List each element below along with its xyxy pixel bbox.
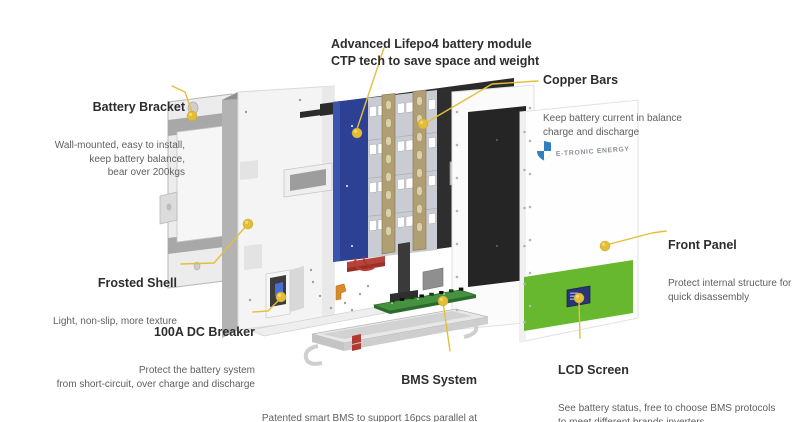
bms-system-desc: Patented smart BMS to support 16pcs para… — [261, 413, 477, 422]
dc-breaker-desc: Protect the battery system from short-ci… — [56, 365, 255, 390]
leader-frosted-shell — [180, 224, 248, 265]
dc-breaker-title: 100A DC Breaker — [154, 324, 255, 339]
callout-front-panel: Front Panel Protect internal structure f… — [668, 217, 791, 325]
bms-part — [244, 98, 532, 366]
callout-battery-bracket: Battery Bracket Wall-mounted, easy to in… — [55, 79, 185, 201]
copper-bar-holes — [385, 96, 423, 236]
leader-bms-system — [442, 301, 451, 352]
callout-dc-breaker: 100A DC Breaker Protect the battery syst… — [57, 304, 255, 412]
frosted-shell-part — [222, 85, 485, 338]
front-panel-desc: Protect internal structure for quick dis… — [668, 278, 792, 303]
bms-system-title: BMS System — [401, 372, 477, 387]
lcd-screen-title: LCD Screen — [558, 362, 629, 377]
copper-bars-title: Copper Bars — [543, 72, 619, 87]
leader-battery-bracket — [171, 85, 193, 113]
lcd-screen-desc: See battery status, free to choose BMS p… — [558, 403, 776, 422]
copper-bars-cover — [468, 106, 526, 287]
pcb-components — [389, 287, 464, 304]
frosted-shell-desc: Light, non-slip, more texture — [53, 316, 177, 328]
leader-lcd-screen — [578, 300, 581, 339]
callout-lcd-screen: LCD Screen See battery status, free to c… — [558, 342, 775, 422]
screws — [244, 98, 532, 324]
front-panel-title: Front Panel — [668, 237, 737, 252]
callout-copper-bars: Copper Bars Keep battery current in bala… — [543, 52, 682, 160]
leader-dc-breaker — [252, 298, 281, 313]
copper-bars-desc: Keep battery current in balance charge a… — [543, 113, 682, 138]
bms-tray — [303, 308, 489, 366]
frosted-shell-title: Frosted Shell — [97, 275, 177, 290]
battery-bracket-desc: Wall-mounted, easy to install, keep batt… — [54, 140, 185, 179]
leader-front-panel — [605, 230, 667, 246]
marker-dots — [186, 110, 611, 307]
callout-bms-system: BMS System Patented smart BMS to support… — [261, 352, 477, 422]
callout-leaders — [171, 47, 667, 352]
inner-panel-part — [451, 84, 535, 331]
leader-copper-bars — [423, 80, 539, 125]
battery-bracket-title: Battery Bracket — [92, 99, 185, 114]
callout-frosted-shell: Frosted Shell Light, non-slip, more text… — [53, 255, 177, 350]
callout-battery-module: Advanced Lifepo4 battery module CTP tech… — [331, 19, 539, 87]
leader-battery-module — [356, 47, 385, 130]
battery-module-title: Advanced Lifepo4 battery module CTP tech… — [331, 36, 540, 68]
